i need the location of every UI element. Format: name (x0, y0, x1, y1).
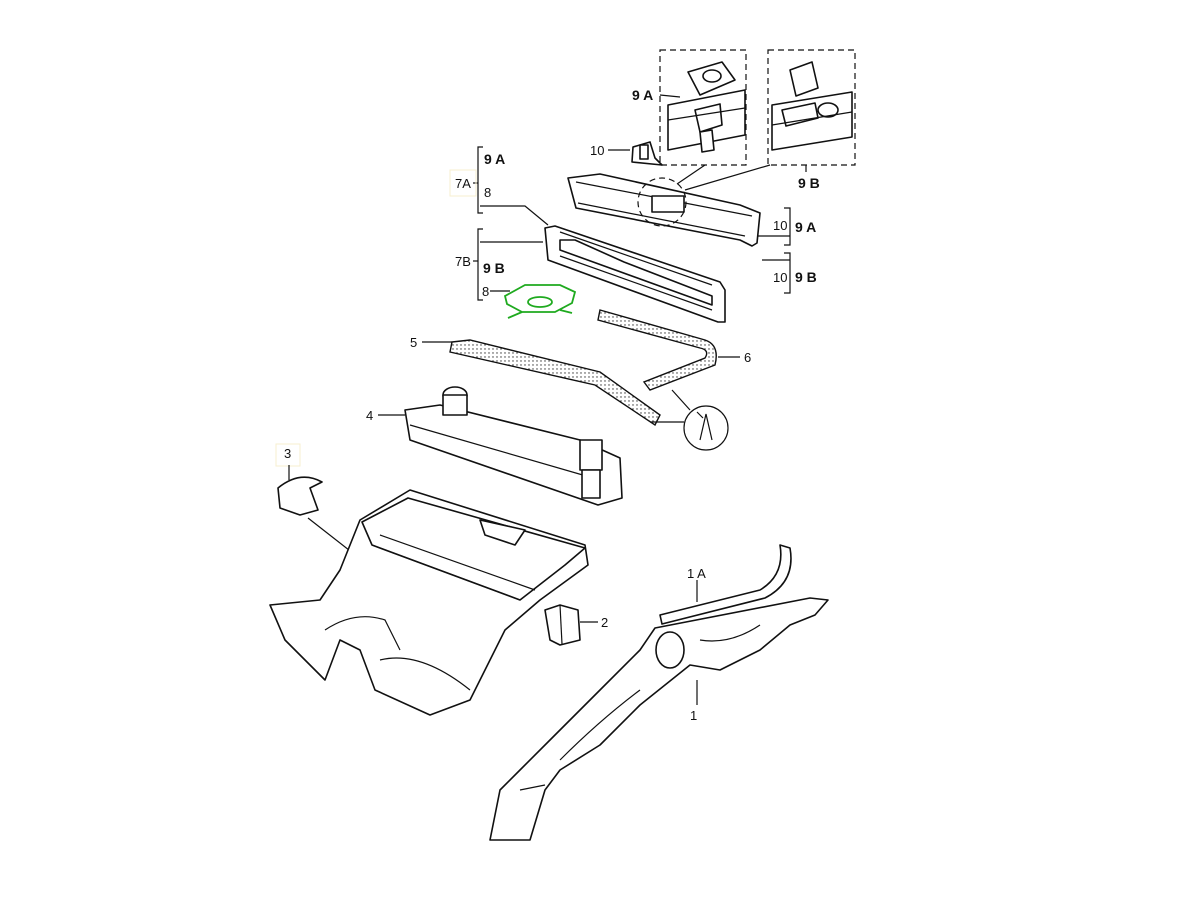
label-9b-inset: 9 B (798, 175, 820, 191)
label-7b-9b: 9 B (483, 260, 505, 276)
part-floor-panel[interactable] (269, 489, 589, 716)
part-5-seal-strip[interactable] (449, 339, 661, 427)
callout-group-right: 10 9 A 10 9 B (757, 207, 817, 294)
inset-detail-9a[interactable] (659, 49, 747, 166)
part-1-side-member[interactable] (489, 597, 829, 841)
detail-circle (650, 389, 729, 451)
part-8-bracket-highlighted[interactable] (503, 284, 577, 319)
label-6: 6 (744, 350, 751, 365)
label-10: 10 (590, 143, 604, 158)
callout-group-7b: 7B 9 B 8 (455, 228, 543, 301)
label-7a-8: 8 (484, 185, 491, 200)
label-2: 2 (601, 615, 608, 630)
label-right-10b: 10 (773, 270, 787, 285)
part-rear-shelf-upper[interactable] (567, 164, 771, 247)
part-4-crossmember[interactable] (404, 386, 623, 506)
label-1a: 1 A (687, 566, 706, 581)
label-3: 3 (284, 446, 291, 461)
label-7b-8: 8 (482, 284, 489, 299)
leader-9a (659, 94, 681, 98)
part-3-cover[interactable] (277, 476, 323, 516)
part-6-seal-strip[interactable] (597, 309, 717, 391)
label-right-9b: 9 B (795, 269, 817, 285)
label-7b: 7B (455, 254, 471, 269)
label-5: 5 (410, 335, 417, 350)
label-7a-9a: 9 A (484, 151, 505, 167)
label-9a-inset: 9 A (632, 87, 653, 103)
label-7a: 7A (455, 176, 471, 191)
part-10-bracket[interactable] (631, 141, 663, 166)
part-1a-strip[interactable] (659, 544, 792, 625)
inset-detail-9b[interactable] (767, 49, 856, 166)
label-right-9a: 9 A (795, 219, 816, 235)
callout-group-7a: 9 A 8 7A (449, 146, 549, 226)
label-1: 1 (690, 708, 697, 723)
part-rear-panel-7b[interactable] (544, 225, 726, 323)
part-2-bracket[interactable] (544, 604, 581, 646)
label-4: 4 (366, 408, 373, 423)
label-right-10a: 10 (773, 218, 787, 233)
